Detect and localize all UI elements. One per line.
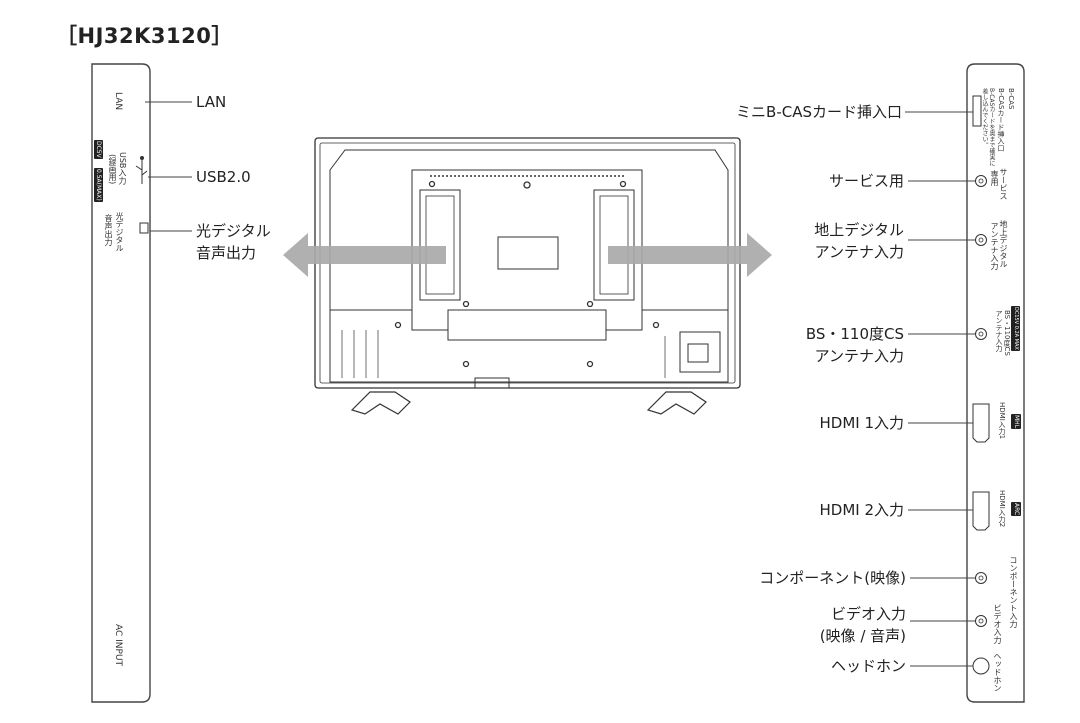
panel-hdmi2-text: HDMI入力2 [998, 490, 1006, 528]
bcas-slot-icon [972, 95, 982, 127]
usb-badge-2: 0.5A(MAX) [94, 168, 103, 202]
left-stand [350, 391, 411, 415]
service-jack-icon [975, 175, 987, 187]
panel-bcas-logo: B-CAS [1007, 88, 1015, 110]
right-stand [646, 391, 707, 415]
panel-service-text-1: サービス [999, 168, 1008, 200]
label-bs-1: BS・110度CS [805, 325, 904, 343]
hdmi2-badge: ARC [1011, 502, 1021, 517]
optical-port-icon [139, 222, 149, 234]
panel-optical-text-2: 音声出力 [104, 214, 113, 246]
label-video-1: ビデオ入力 [830, 605, 906, 623]
label-usb: USB2.0 [196, 168, 251, 186]
panel-service-text-2: 専用 [990, 170, 999, 186]
label-terrestrial-1: 地上デジタル [814, 221, 904, 239]
video-jack-icon [975, 615, 987, 627]
terrestrial-jack-icon [975, 234, 987, 246]
label-headphone: ヘッドホン [830, 657, 906, 675]
tv-back-illustration [314, 137, 741, 415]
label-bcas: ミニB-CASカード挿入口 [736, 103, 902, 121]
panel-usb-text-1: USB入力 [118, 152, 127, 185]
panel-usb-text-2: (録画用) [108, 154, 117, 185]
bs-jack-icon [975, 328, 987, 340]
label-optical-1: 光デジタル [196, 222, 271, 240]
hdmi1-port-icon [972, 403, 990, 443]
panel-lan-text: LAN [113, 92, 123, 111]
component-jack-icon [975, 572, 987, 584]
bs-badge: DC15V 0.2A MAX [1011, 306, 1020, 351]
label-video-2: (映像 / 音声) [819, 627, 906, 645]
panel-bcas-text-1: B-CASカード挿入口 [997, 88, 1005, 152]
left-arrow-icon [283, 233, 446, 277]
panel-component-text: コンポーネント入力 [1009, 556, 1018, 628]
usb-badge-1: DC5V [94, 140, 103, 159]
label-service: サービス用 [828, 172, 904, 190]
panel-bcas-text-3: 差し込んでください。 [981, 88, 988, 148]
panel-ac-input-text: AC INPUT [113, 624, 123, 667]
panel-bcas-text-2: B-CASカードを奥まで確実に [988, 88, 995, 167]
label-component: コンポーネント(映像) [759, 569, 906, 587]
panel-terrestrial-text-2: アンテナ入力 [990, 222, 999, 270]
hdmi2-port-icon [972, 491, 990, 531]
usb-symbol-icon [135, 156, 148, 184]
panel-bs-text-1: BS・110度CS [1003, 310, 1011, 356]
label-bs-2: アンテナ入力 [814, 347, 904, 365]
label-hdmi1: HDMI 1入力 [819, 414, 904, 432]
panel-bs-text-2: アンテナ入力 [995, 310, 1003, 352]
right-side-panel [966, 63, 1025, 703]
hdmi1-badge: MHL [1011, 414, 1021, 430]
left-side-panel [91, 63, 151, 703]
label-hdmi2: HDMI 2入力 [819, 501, 904, 519]
panel-video-text: ビデオ入力 [993, 604, 1002, 644]
label-optical-2: 音声出力 [196, 244, 257, 262]
panel-terrestrial-text-1: 地上デジタル [999, 220, 1008, 268]
label-terrestrial-2: アンテナ入力 [814, 243, 904, 261]
right-arrow-icon [608, 233, 772, 277]
model-title: ［HJ32K3120］ [56, 24, 233, 48]
panel-headphone-text: ヘッドホン [993, 652, 1002, 692]
headphone-jack-icon [972, 657, 990, 675]
label-lan: LAN [196, 93, 227, 111]
panel-hdmi1-text: HDMI入力1 [998, 402, 1006, 440]
panel-optical-text-1: 光デジタル [115, 212, 124, 252]
